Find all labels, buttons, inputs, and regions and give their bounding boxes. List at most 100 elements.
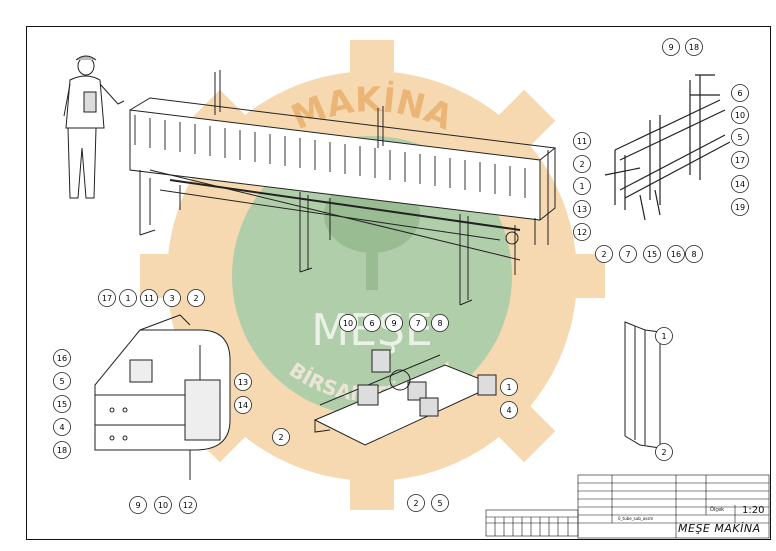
callout-bubble: 8 [431,314,449,332]
title-block-text: MEŞE MAKİNA [678,522,761,535]
callout-bubble: 2 [187,289,205,307]
callout-number: 11 [144,294,154,303]
callout-number: 18 [57,446,67,455]
callout-bubble: 4 [500,401,518,419]
callout-number: 17 [735,156,745,165]
callout-number: 10 [343,319,353,328]
drawing-frame [26,26,771,540]
callout-bubble: 7 [619,245,637,263]
callout-bubble: 2 [595,245,613,263]
callout-bubble: 7 [409,314,427,332]
callout-bubble: 2 [573,155,591,173]
callout-number: 2 [601,250,606,259]
callout-bubble: 19 [731,198,749,216]
callout-number: 6 [737,89,742,98]
callout-bubble: 1 [500,378,518,396]
callout-number: 1 [125,294,130,303]
callout-number: 13 [577,205,587,214]
callout-number: 16 [57,354,67,363]
callout-bubble: 10 [731,106,749,124]
exploded-frame-assembly [604,74,731,221]
callout-number: 9 [135,501,140,510]
callout-bubble: 17 [731,151,749,169]
callout-number: 4 [59,423,64,432]
callout-number: 9 [391,319,396,328]
callout-number: 11 [577,137,587,146]
callout-bubble: 5 [731,128,749,146]
callout-bubble: 5 [53,372,71,390]
callout-bubble: 10 [339,314,357,332]
callout-bubble: 2 [655,443,673,461]
callout-number: 12 [577,228,587,237]
callout-number: 3 [169,294,174,303]
callout-bubble: 14 [234,396,252,414]
callout-number: 8 [691,250,696,259]
callout-number: 15 [647,250,657,259]
callout-bubble: 2 [272,428,290,446]
callout-bubble: 1 [119,289,137,307]
callout-bubble: 12 [573,223,591,241]
callout-bubble: 13 [234,373,252,391]
callout-number: 6 [369,319,374,328]
callout-number: 2 [661,448,666,457]
callout-bubble: 16 [53,349,71,367]
callout-number: 16 [671,250,681,259]
callout-number: 9 [668,43,673,52]
callout-bubble: 13 [573,200,591,218]
callout-bubble: 9 [129,496,147,514]
callout-bubble: 6 [363,314,381,332]
middle-detail-view [313,349,497,446]
callout-number: 5 [737,133,742,142]
callout-number: 12 [183,501,193,510]
callout-bubble: 10 [154,496,172,514]
conveyor-frame [129,70,557,306]
callout-bubble: 15 [643,245,661,263]
callout-number: 17 [102,294,112,303]
callout-number: 5 [437,499,442,508]
scale-value: 1:20 [742,505,765,516]
callout-bubble: 3 [163,289,181,307]
callout-number: 14 [735,180,745,189]
scale-label: Ölçek [710,507,725,513]
callout-bubble: 6 [731,84,749,102]
callout-number: 2 [413,499,418,508]
callout-number: 5 [59,377,64,386]
title-block-lines [577,474,770,539]
callout-bubble: 9 [385,314,403,332]
callout-bubble: 16 [667,245,685,263]
callout-number: 2 [278,433,283,442]
callout-number: 2 [579,160,584,169]
callout-number: 14 [238,401,248,410]
callout-number: 4 [506,406,511,415]
callout-number: 7 [415,319,420,328]
callout-bubble: 11 [573,132,591,150]
callout-bubble: 8 [685,245,703,263]
callout-number: 1 [506,383,511,392]
drawing-number: 0_tube_sub_assm [618,516,654,521]
operator-figure [63,55,125,199]
callout-number: 10 [735,111,745,120]
callout-bubble: 4 [53,418,71,436]
callout-bubble: 2 [407,494,425,512]
callout-bubble: 14 [731,175,749,193]
callout-bubble: 1 [573,177,591,195]
callout-bubble: 15 [53,395,71,413]
callout-number: 1 [661,332,666,341]
callout-bubble: 18 [53,441,71,459]
callout-number: 18 [689,43,699,52]
callout-bubble: 12 [179,496,197,514]
callout-number: 2 [193,294,198,303]
callout-number: 10 [158,501,168,510]
callout-bubble: 18 [685,38,703,56]
callout-number: 19 [735,203,745,212]
callout-number: 13 [238,378,248,387]
left-detail-view [94,314,231,480]
profile-detail-view [624,321,661,449]
callout-number: 1 [579,182,584,191]
callout-bubble: 9 [662,38,680,56]
revision-table [485,509,579,537]
callout-bubble: 17 [98,289,116,307]
